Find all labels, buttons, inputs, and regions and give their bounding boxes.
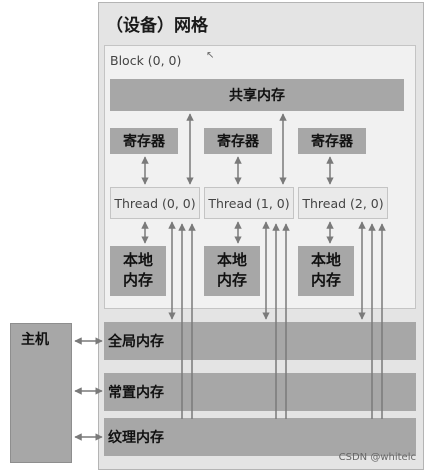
shared-memory: 共享内存	[110, 79, 404, 111]
local-memory-0-line1: 本地	[122, 251, 153, 269]
register-1: 寄存器	[204, 128, 272, 154]
constant-memory: 常置内存	[104, 373, 416, 411]
local-memory-0: 本地 内存	[110, 246, 166, 296]
thread-1: Thread (1, 0)	[204, 187, 294, 219]
device-grid-title: （设备）网格	[106, 16, 208, 36]
cursor-icon: ↖	[206, 50, 215, 61]
host: 主机	[10, 323, 72, 463]
block-label: Block (0, 0)	[110, 53, 182, 68]
texture-memory: 纹理内存	[104, 418, 416, 456]
register-0: 寄存器	[110, 128, 178, 154]
local-memory-2-line2: 内存	[310, 271, 341, 289]
local-memory-1-line1: 本地	[216, 251, 247, 269]
local-memory-1: 本地 内存	[204, 246, 260, 296]
local-memory-2: 本地 内存	[298, 246, 354, 296]
register-2: 寄存器	[298, 128, 366, 154]
watermark: CSDN @whitelc	[338, 452, 416, 463]
local-memory-0-line2: 内存	[122, 271, 153, 289]
thread-0: Thread (0, 0)	[110, 187, 200, 219]
local-memory-2-line1: 本地	[310, 251, 341, 269]
local-memory-1-line2: 内存	[216, 271, 247, 289]
global-memory: 全局内存	[104, 322, 416, 360]
thread-2: Thread (2, 0)	[298, 187, 388, 219]
